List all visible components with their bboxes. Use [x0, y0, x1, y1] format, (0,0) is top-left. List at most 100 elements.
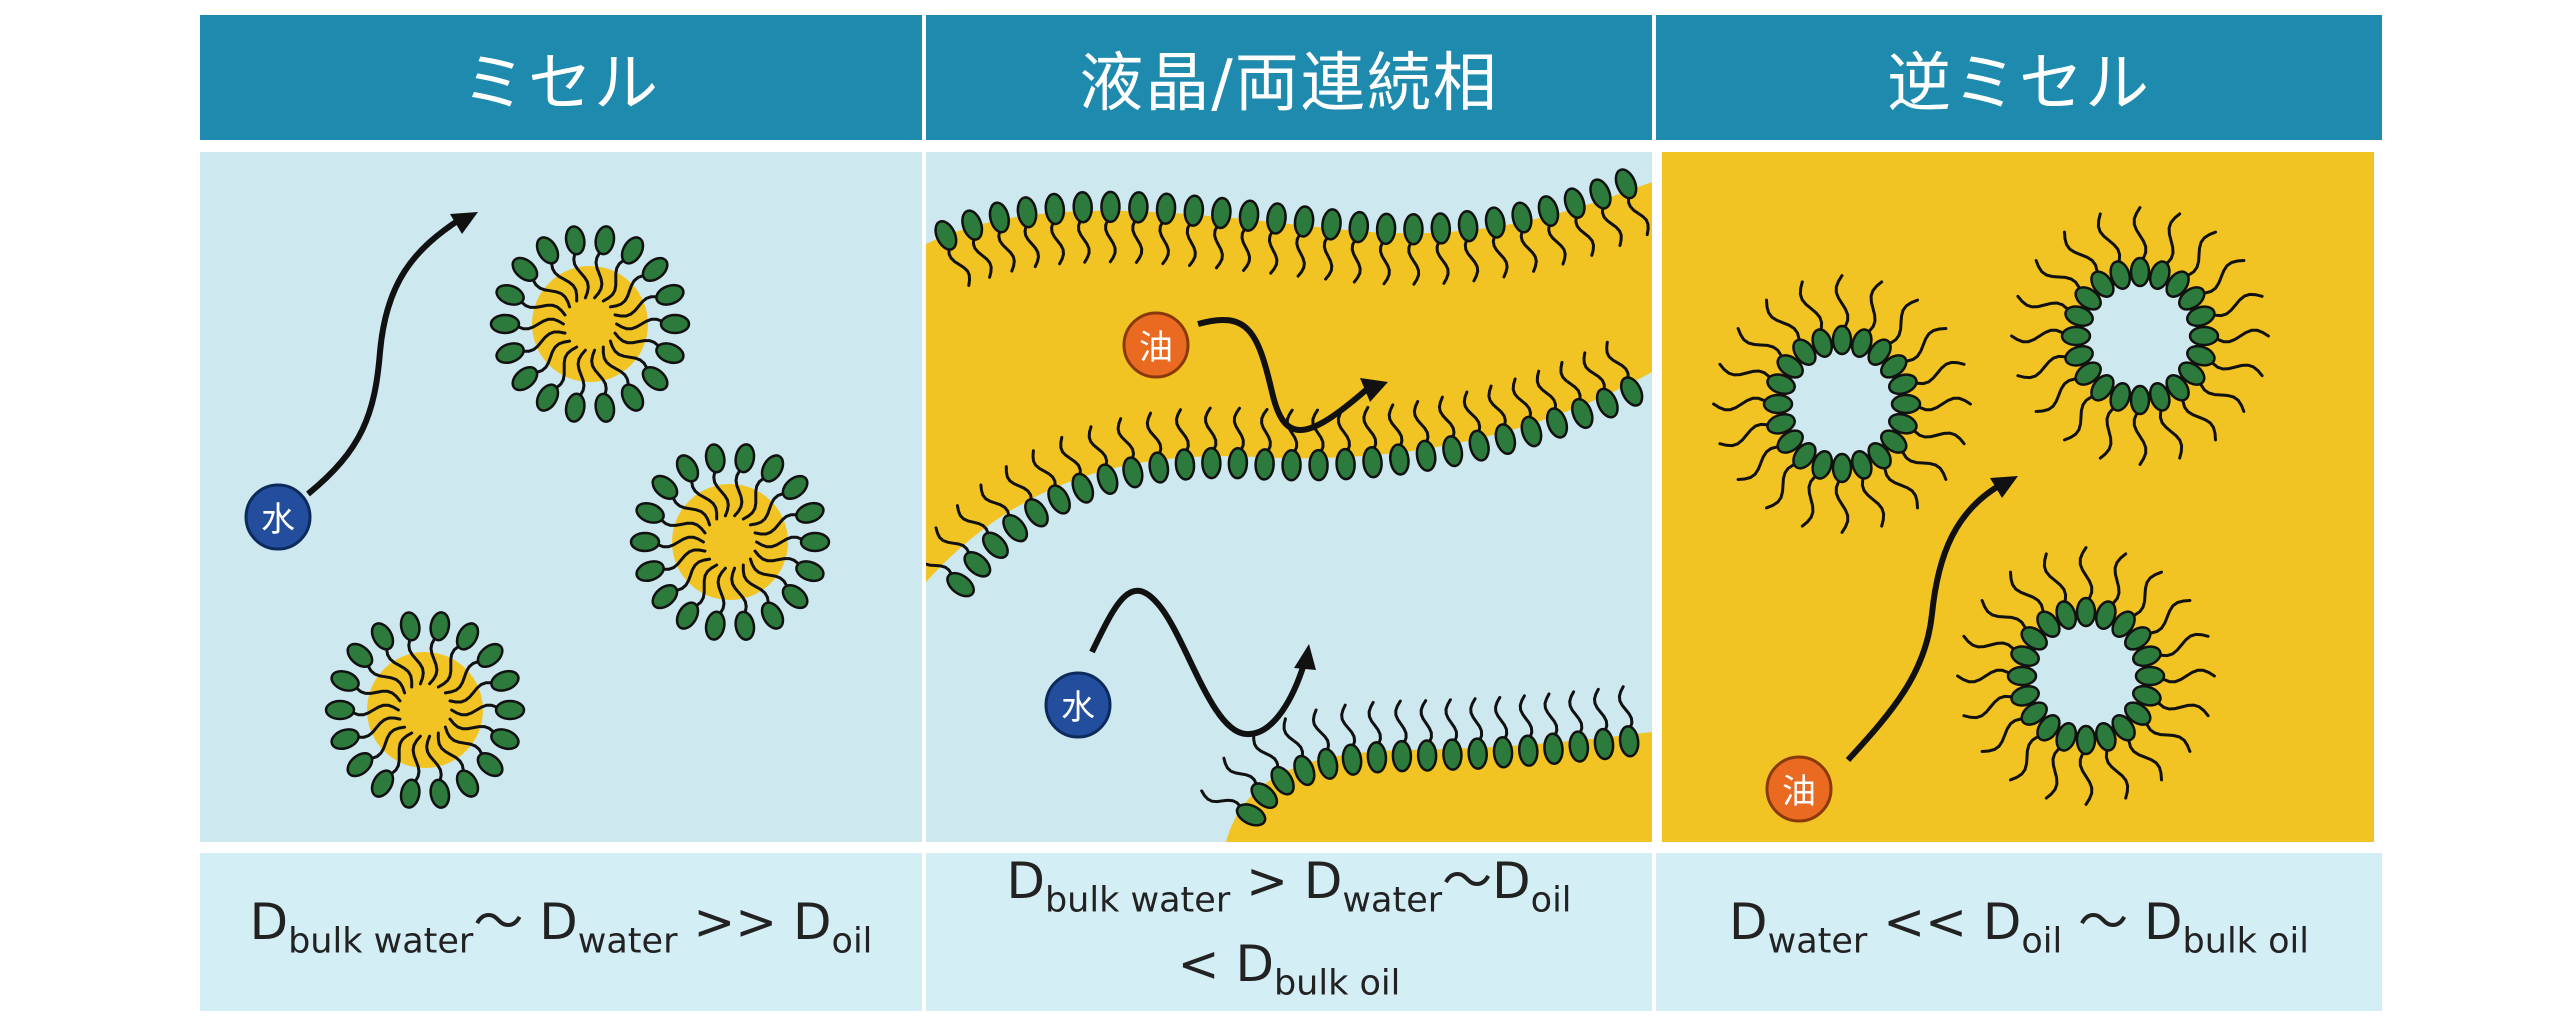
surfactant-tail: [443, 725, 486, 761]
surfactant-tail: [1185, 218, 1197, 267]
reverse-micelle-diagram: 油: [1656, 152, 2382, 842]
micelle-diagram: 水: [200, 152, 922, 842]
surfactant-tail: [730, 566, 748, 619]
surfactant-head: [2060, 325, 2092, 347]
surfactant-row: [1200, 685, 1640, 827]
surfactant-head: [2010, 684, 2040, 707]
surfactant-head: [2111, 714, 2136, 742]
surfactant-head: [655, 342, 685, 365]
surfactant-tail: [575, 348, 587, 401]
surfactant-tail: [1712, 396, 1772, 412]
panel-reverse-micelle: 油: [1656, 152, 2382, 842]
surfactant-tail: [2153, 632, 2210, 658]
surfactant-head: [2075, 724, 2097, 756]
surfactant-tail: [425, 734, 443, 787]
surfactant-head: [1766, 412, 1796, 435]
formula-text: D: [1729, 893, 1768, 952]
surfactant-head: [1880, 429, 1908, 454]
surfactant-head: [704, 610, 726, 641]
surfactant-tail: [364, 725, 407, 761]
surfactant-head: [2094, 600, 2117, 630]
surfactant-head: [1317, 747, 1339, 780]
surfactant-head: [535, 383, 560, 412]
water-label: 水: [1061, 688, 1095, 728]
surfactant-tail: [448, 681, 499, 704]
header-reverse-micelle: 逆ミセル: [1656, 15, 2382, 140]
surfactant-head: [1593, 727, 1615, 761]
surfactant-tail: [741, 474, 770, 521]
surfactant-head: [511, 256, 539, 282]
surfactant-tail: [651, 535, 705, 549]
surfactant-tail: [1559, 360, 1582, 407]
surfactant-head: [1096, 463, 1119, 495]
surfactant-head: [455, 769, 480, 798]
surfactant-head: [1201, 446, 1222, 480]
surfactant-tail: [1605, 340, 1630, 385]
surfactant-head: [1792, 442, 1817, 470]
surfactant-tail: [436, 731, 465, 778]
surfactant-head: [635, 501, 665, 524]
surfactant-tail: [1204, 406, 1218, 456]
surfactant-head: [734, 610, 756, 641]
surfactant-head: [1235, 803, 1267, 827]
surfactant-head: [2129, 384, 2151, 416]
surfactant-head: [1520, 415, 1543, 448]
surfactant-tail: [1883, 298, 1919, 347]
surfactant-head: [734, 443, 756, 474]
surfactant-tail: [1494, 695, 1509, 745]
surfactant-tail: [669, 491, 712, 527]
surfactant-head: [2134, 665, 2166, 687]
surfactant-tail: [1511, 377, 1533, 425]
surfactant-head: [1776, 429, 1804, 454]
surfactant-tail: [436, 642, 465, 689]
formula-subscript: water: [1767, 921, 1868, 962]
surfactant-tail: [1437, 395, 1456, 444]
surfactant-tail: [1519, 224, 1538, 273]
formula-text: 〜 D: [473, 893, 578, 952]
surfactant-head: [1375, 212, 1397, 246]
surfactant-tail: [2160, 212, 2182, 269]
surfactant-head: [675, 601, 700, 630]
surfactant-tail: [1899, 327, 1948, 363]
surfactant-head: [1270, 765, 1295, 796]
surfactant-head: [511, 366, 539, 392]
surfactant-tail: [1800, 471, 1822, 528]
surfactant-head: [1494, 423, 1517, 456]
reverse-micelle: [1956, 546, 2216, 806]
water-background: [200, 152, 922, 842]
surfactant-head: [641, 256, 669, 283]
surfactant-tail: [1232, 406, 1245, 456]
surfactant-head: [1890, 393, 1922, 415]
surfactant-head: [1571, 397, 1594, 430]
surfactant-tail: [550, 256, 579, 303]
surfactant-head: [1341, 743, 1363, 776]
surfactant-tail: [733, 465, 745, 518]
surfactant-tail: [1131, 214, 1144, 264]
surfactant-tail: [1267, 226, 1279, 275]
surfactant-head: [476, 751, 504, 778]
surfactant-tail: [443, 659, 486, 695]
surfactant-tail: [2016, 294, 2073, 316]
surfactant-head: [1071, 472, 1095, 504]
surfactant-head: [760, 601, 785, 630]
surfactant-tail: [1340, 703, 1357, 753]
surfactant-head: [429, 611, 451, 642]
surfactant-head: [1563, 187, 1586, 219]
surfactant-head: [988, 201, 1011, 234]
surfactant-head: [2148, 382, 2171, 412]
surfactant-tail: [1899, 445, 1948, 481]
surfactant-head: [1850, 450, 1873, 480]
oil-label: 油: [1139, 328, 1173, 368]
surfactant-head: [1619, 376, 1644, 407]
water-molecule-marker: [1044, 671, 1112, 739]
surfactant-tail: [1419, 699, 1433, 748]
surfactant-head: [1155, 192, 1177, 225]
surfactant-head: [1227, 446, 1249, 480]
surfactant-head: [1492, 736, 1514, 769]
surfactant-head: [2010, 645, 2040, 668]
surfactant-tail: [1518, 694, 1534, 744]
diffusion-arrow: [1197, 317, 1368, 433]
surfactant-tail: [1535, 369, 1558, 416]
surfactant-tail: [2143, 599, 2192, 635]
surfactant-head: [963, 551, 992, 578]
